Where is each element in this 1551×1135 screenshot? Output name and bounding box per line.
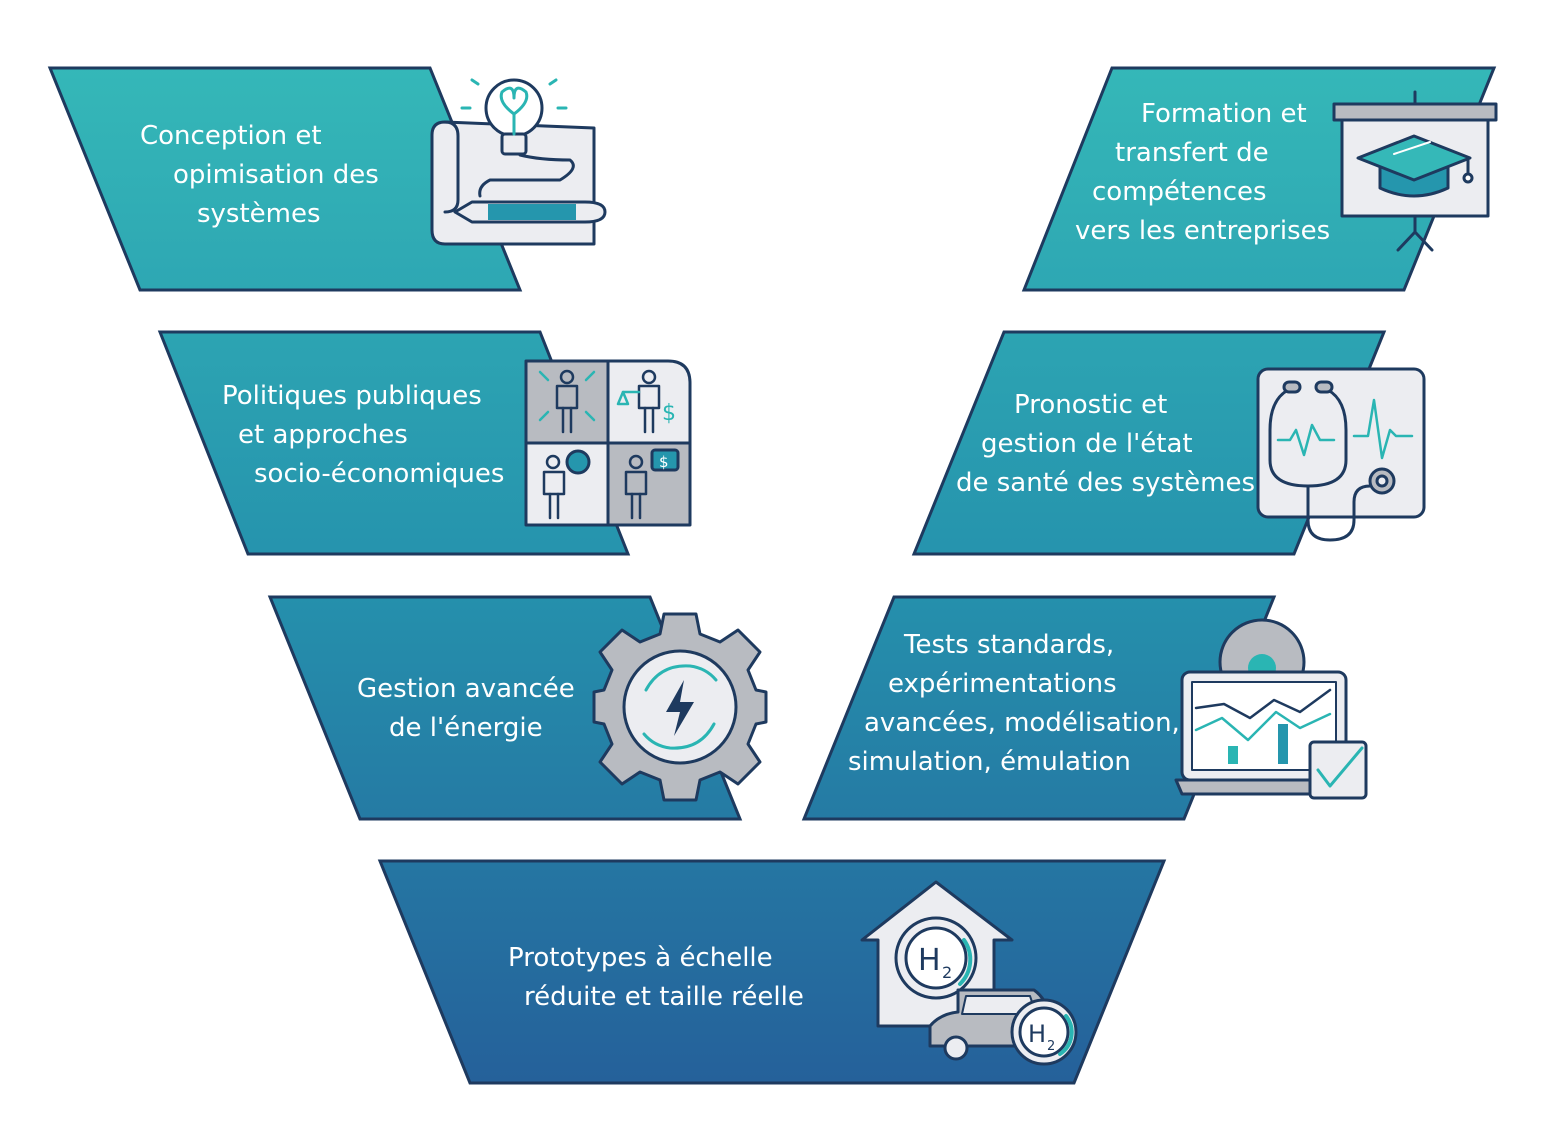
label-line: Tests standards, (904, 630, 1115, 660)
label-prototypes: Prototypes à échelle réduite et taille r… (508, 939, 804, 1017)
label-line: Formation et (1141, 99, 1307, 129)
gear-energy-icon (592, 612, 768, 802)
hydrogen-car-sub: 2 (1047, 1039, 1055, 1054)
svg-text:$: $ (659, 453, 669, 471)
label-line: opimisation des (173, 160, 379, 190)
label-line: compétences (1092, 177, 1267, 207)
label-line: Conception et (140, 121, 322, 151)
label-pronostic: Pronostic et gestion de l'état de santé … (956, 386, 1255, 503)
svg-text:$: $ (662, 401, 676, 426)
people-grid-icon: $ $ (524, 359, 692, 527)
lightbulb-blueprint-icon (430, 78, 607, 246)
laptop-chart-icon (1174, 618, 1368, 800)
label-line: Gestion avancée (357, 674, 575, 704)
label-line: transfert de (1115, 138, 1269, 168)
label-line: et approches (238, 420, 408, 450)
label-line: vers les entreprises (1075, 216, 1331, 246)
hydrogen-house-label: H (918, 943, 941, 978)
label-politiques: Politiques publiques et approches socio-… (222, 377, 504, 494)
house-car-hydrogen-icon (860, 880, 1078, 1066)
label-line: de l'énergie (389, 713, 543, 743)
label-tests: Tests standards, expérimentations avancé… (848, 626, 1180, 782)
label-gestion: Gestion avancée de l'énergie (357, 670, 575, 748)
label-conception: Conception et opimisation des systèmes (140, 117, 379, 234)
label-line: gestion de l'état (981, 429, 1193, 459)
block-tests (801, 595, 1277, 821)
label-formation: Formation et transfert de compétences ve… (1075, 95, 1330, 251)
label-line: systèmes (197, 199, 321, 229)
label-line: Pronostic et (1014, 390, 1168, 420)
block-conception (47, 66, 523, 292)
label-line: expérimentations (888, 669, 1117, 699)
label-line: de santé des systèmes (956, 468, 1256, 498)
label-line: Prototypes à échelle (508, 943, 773, 973)
hydrogen-car-label: H (1028, 1020, 1046, 1048)
label-line: réduite et taille réelle (524, 982, 804, 1012)
label-line: simulation, émulation (848, 747, 1131, 777)
label-line: socio-économiques (254, 459, 505, 489)
label-line: avancées, modélisation, (864, 708, 1180, 738)
graduation-board-icon (1332, 90, 1498, 252)
hydrogen-house-sub: 2 (942, 963, 952, 982)
label-line: Politiques publiques (222, 381, 482, 411)
stethoscope-monitor-icon (1256, 367, 1426, 542)
block-politiques (157, 330, 631, 556)
